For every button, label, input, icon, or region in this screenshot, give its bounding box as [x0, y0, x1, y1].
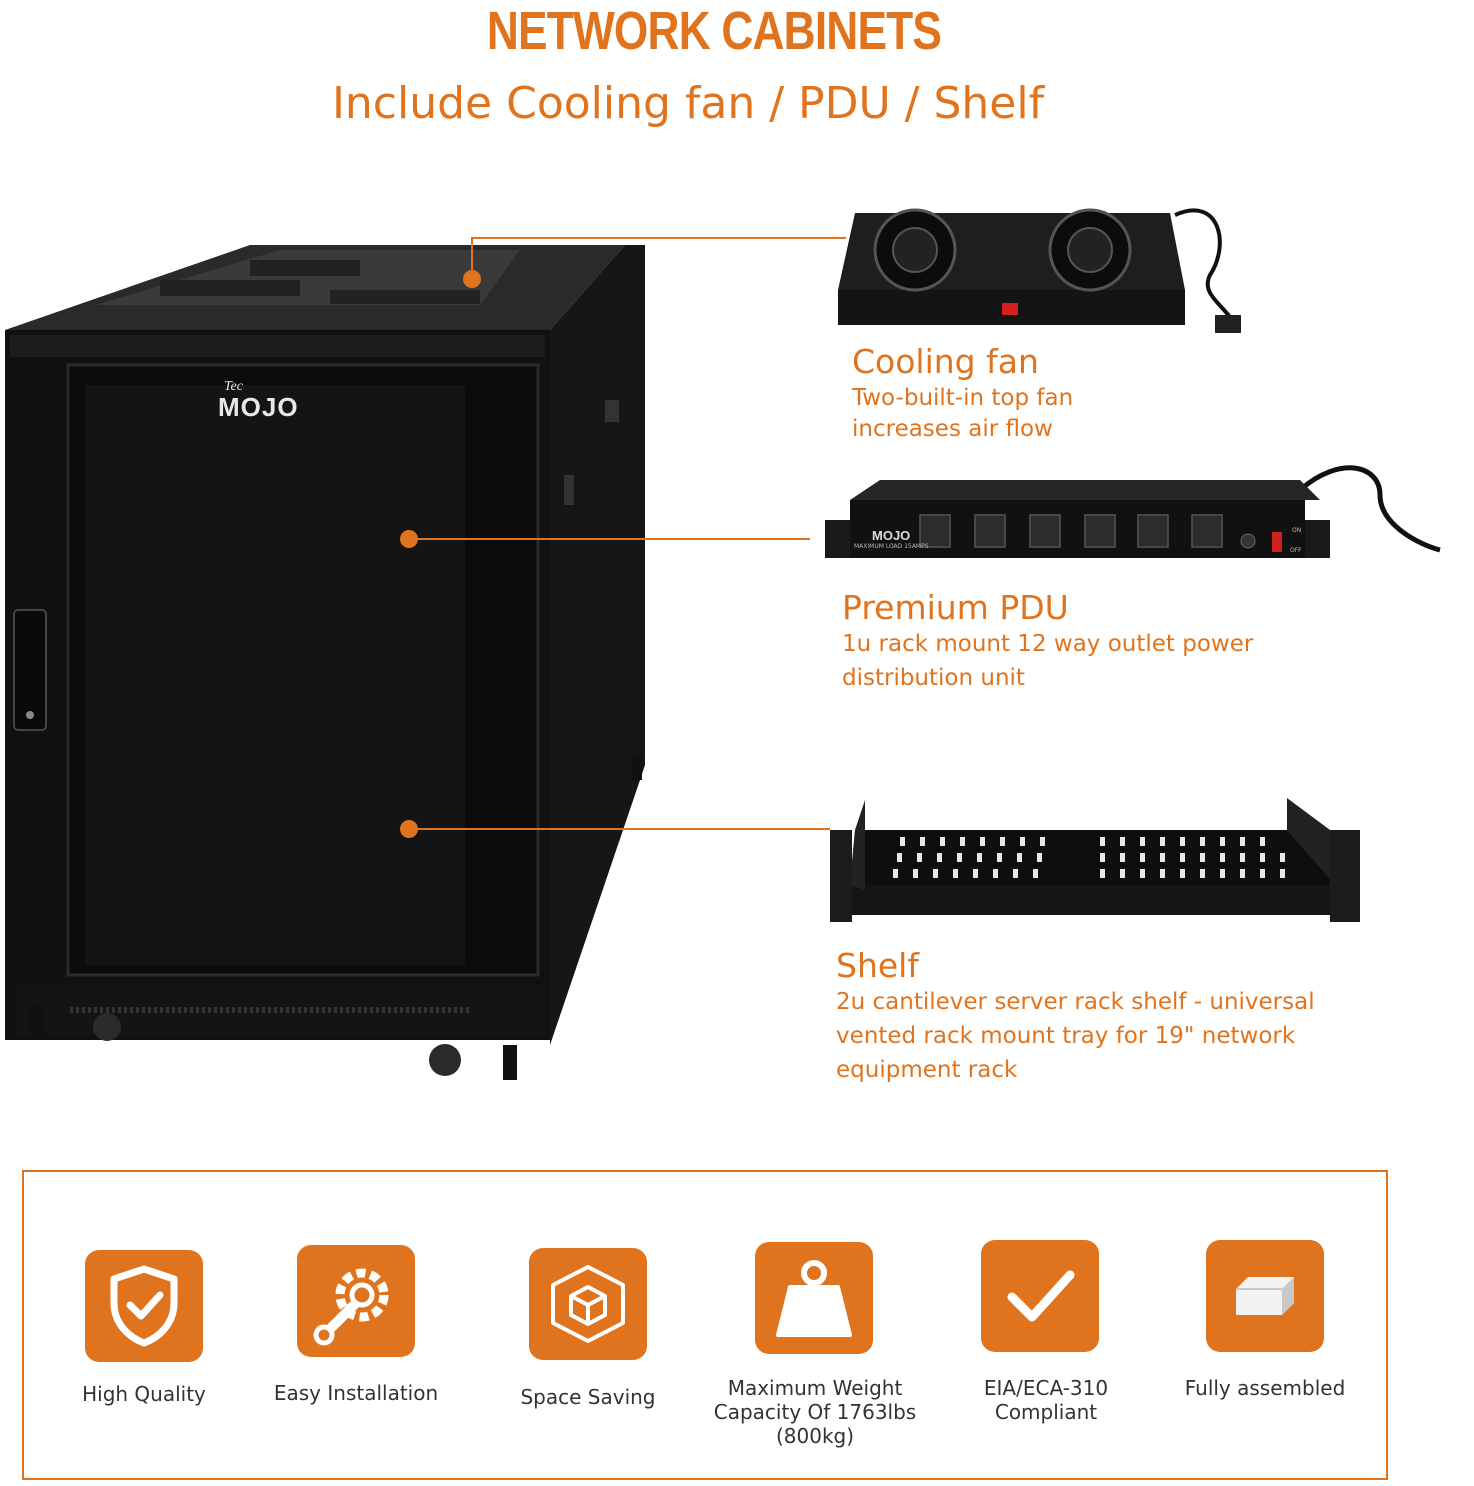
cooling-fan-pointer-drop	[471, 237, 473, 277]
pdu-pointer-dot	[400, 530, 418, 548]
shelf-image	[830, 798, 1360, 922]
feature-title: Shelf	[836, 946, 919, 985]
cabinet-side	[550, 245, 645, 1045]
feature-shelf: Shelf 2u cantilever server rack shelf - …	[836, 946, 1315, 1087]
shield-check-icon	[85, 1250, 203, 1362]
badge-label-maximum-weight: Maximum Weight Capacity Of 1763lbs (800k…	[713, 1376, 917, 1448]
feature-title: Cooling fan	[852, 342, 1039, 381]
pdu-pointer-line	[410, 538, 810, 540]
pdu-off-label: OFF	[1290, 547, 1302, 554]
checkmark-icon	[981, 1240, 1099, 1352]
cube-icon	[529, 1248, 647, 1360]
pdu-brand: MOJO	[872, 528, 911, 543]
cabinet-logo: Tec MOJO	[218, 379, 299, 422]
cooling-fan-pointer-line	[472, 237, 846, 239]
door-handle	[13, 609, 47, 731]
feature-cooling-fan: Cooling fan Two-built-in top fan increas…	[852, 342, 1073, 445]
features-badge-panel	[22, 1170, 1388, 1480]
cooling-fan-image	[838, 208, 1241, 333]
pdu-image	[825, 465, 1441, 558]
pdu-load-label: MAXIMUM LOAD 15AMPS	[854, 543, 929, 550]
shelf-pointer-line	[410, 828, 830, 830]
feature-desc: 1u rack mount 12 way outlet power distri…	[842, 631, 1254, 691]
page-title: NETWORK CABINETS	[486, 1, 942, 61]
badge-label-eia-compliant: EIA/ECA-310 Compliant	[983, 1376, 1109, 1424]
feature-pdu: Premium PDU 1u rack mount 12 way outlet …	[842, 588, 1253, 695]
pdu-on-label: ON	[1292, 527, 1302, 534]
cooling-fan-pointer-dot	[463, 270, 481, 288]
shelf-pointer-dot	[400, 820, 418, 838]
page-subtitle: Include Cooling fan / PDU / Shelf	[331, 78, 1045, 129]
badge-label-fully-assembled: Fully assembled	[1184, 1376, 1346, 1400]
feature-desc: Two-built-in top fan increases air flow	[852, 385, 1074, 442]
assembled-block-icon	[1206, 1240, 1324, 1352]
wrench-gear-icon	[297, 1245, 415, 1357]
network-cabinet-image	[5, 245, 645, 1080]
weight-icon	[755, 1242, 873, 1354]
badge-label-easy-installation: Easy Installation	[273, 1381, 439, 1405]
feature-desc: 2u cantilever server rack shelf - univer…	[836, 989, 1315, 1083]
badge-label-high-quality: High Quality	[82, 1382, 206, 1406]
badge-label-space-saving: Space Saving	[520, 1385, 656, 1409]
feature-title: Premium PDU	[842, 588, 1069, 627]
